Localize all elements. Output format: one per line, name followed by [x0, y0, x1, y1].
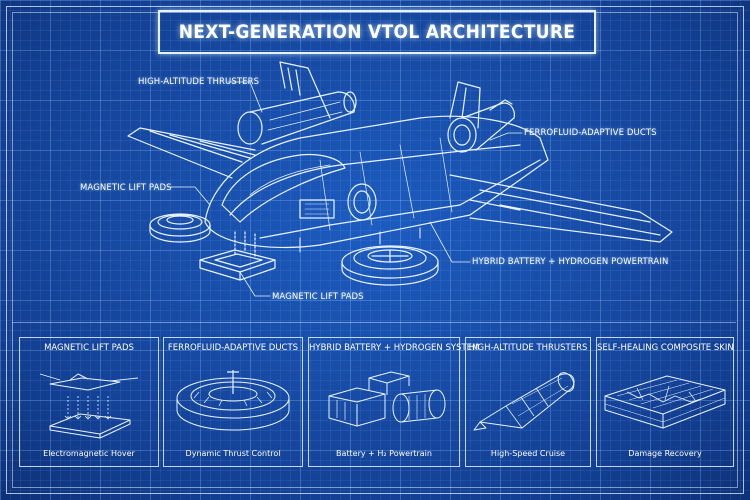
lower-divider [12, 322, 736, 323]
panel-ferrofluid-ducts: FERROFLUID-ADAPTIVE DUCTS Dynamic Thrust… [163, 337, 303, 467]
callout-magnetic-lift-pads-bottom: MAGNETIC LIFT PADS [272, 292, 364, 302]
inner-frame [12, 12, 738, 488]
panel-caption: Dynamic Thrust Control [185, 449, 281, 458]
thruster-pod-upper-right [447, 99, 515, 153]
outer-frame [6, 6, 744, 494]
panel-title: SELF-HEALING COMPOSITE SKIN [597, 343, 734, 353]
left-wing [127, 127, 256, 179]
composite-panel-icon [604, 375, 726, 429]
panel-title: HYBRID BATTERY + HYDROGEN SYSTEM [309, 343, 480, 353]
landing-struts [299, 227, 421, 253]
callout-hybrid-powertrain: HYBRID BATTERY + HYDROGEN POWERTRAIN [472, 257, 669, 267]
callout-high-altitude-thrusters: HIGH-ALTITUDE THRUSTERS [138, 77, 260, 87]
panel-caption: Electromagnetic Hover [43, 449, 135, 458]
duct-ring-icon [176, 370, 290, 431]
lift-pad-left [149, 213, 211, 243]
callout-ferrofluid-ducts: FERROFLUID-ADAPTIVE DUCTS [524, 128, 657, 138]
battery-tank-icon [328, 371, 446, 427]
panel-high-altitude-thrusters: HIGH-ALTITUDE THRUSTERS High-Speed Cruis… [465, 337, 591, 467]
panel-caption: High-Speed Cruise [490, 449, 566, 458]
panel-title: MAGNETIC LIFT PADS [44, 343, 134, 353]
panel-self-healing-skin: SELF-HEALING COMPOSITE SKIN Damage Recov… [596, 337, 734, 467]
panel-caption: Damage Recovery [628, 449, 702, 458]
panel-title: FERROFLUID-ADAPTIVE DUCTS [167, 343, 299, 353]
tail-fins [279, 61, 481, 129]
cockpit-canopy [221, 153, 346, 223]
panel-hybrid-battery-hydrogen: HYBRID BATTERY + HYDROGEN SYSTEM Battery… [308, 337, 480, 467]
thruster-icon [473, 372, 575, 431]
panel-magnetic-lift-pads: MAGNETIC LIFT PADS Electromagnetic Hover [19, 337, 159, 467]
side-intake [299, 183, 377, 221]
fuselage [204, 115, 549, 249]
right-wing [449, 174, 673, 243]
hover-pad-icon [39, 373, 139, 439]
callout-magnetic-lift-pads-left: MAGNETIC LIFT PADS [80, 183, 172, 193]
thruster-pod-upper-left [237, 91, 357, 145]
lift-pad-bottom-left [199, 231, 276, 281]
panel-title: HIGH-ALTITUDE THRUSTERS [468, 343, 588, 353]
vtol-aircraft-illustration [127, 61, 673, 297]
callout-lines [167, 81, 523, 297]
lift-pad-center [341, 245, 439, 286]
panel-caption: Battery + H₂ Powertrain [336, 449, 432, 458]
diagram-title: NEXT-GENERATION VTOL ARCHITECTURE [178, 21, 576, 43]
title-box: NEXT-GENERATION VTOL ARCHITECTURE [158, 10, 596, 54]
